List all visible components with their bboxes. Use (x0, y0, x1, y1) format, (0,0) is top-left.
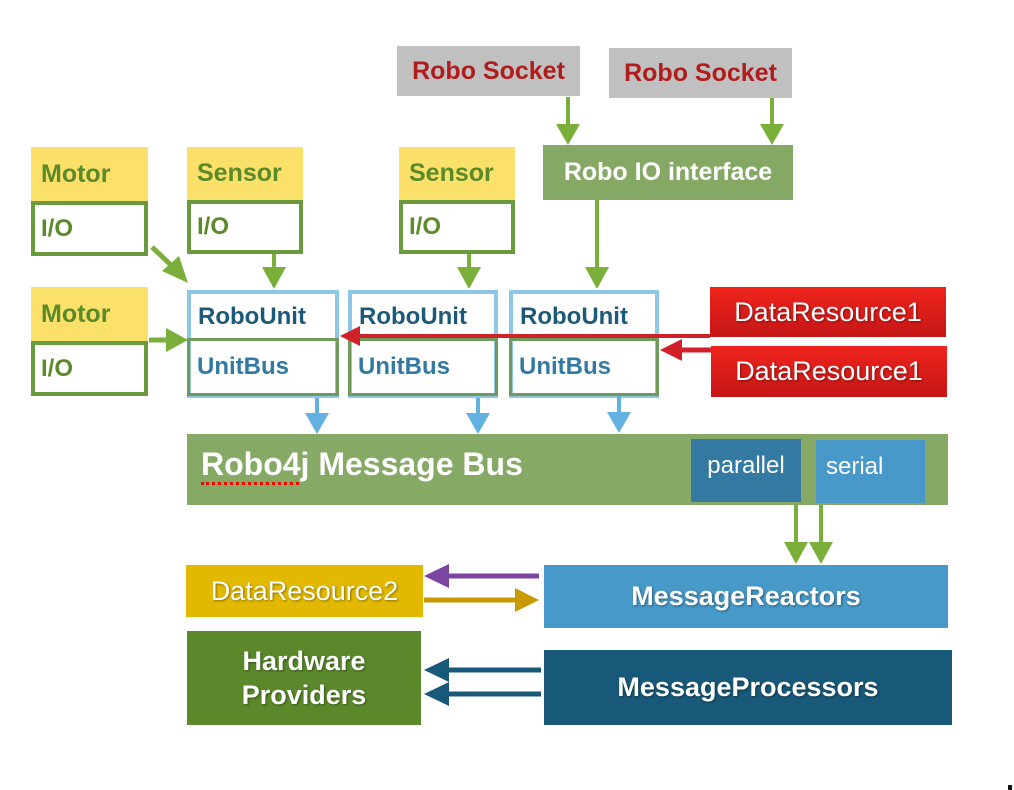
cursor-mark (1008, 785, 1012, 790)
robo-io-interface: Robo IO interface (543, 145, 793, 200)
device-sensor-2-type: Sensor (399, 147, 515, 200)
device-motor-1-label: Motor (41, 159, 111, 188)
device-motor-1-io: I/O (31, 201, 148, 256)
robo-unit-3-bus: UnitBus (509, 338, 659, 396)
device-sensor-2-io: I/O (399, 200, 515, 254)
data-resource-1a: DataResource1 (710, 287, 946, 337)
device-sensor-1-io: I/O (187, 200, 303, 254)
device-motor-2-label: Motor (41, 299, 111, 328)
device-motor-2-io: I/O (31, 341, 148, 396)
spellcheck-underline (201, 482, 299, 485)
device-sensor-2-io-label: I/O (409, 213, 442, 240)
arrow-sensor1-to-unit1 (262, 254, 286, 289)
device-motor-2-io-label: I/O (41, 354, 74, 382)
hardware-providers-line2: Providers (241, 680, 367, 710)
mode-serial: serial (816, 440, 925, 503)
data-resource-2: DataResource2 (186, 565, 423, 617)
device-motor-1-io-label: I/O (41, 214, 74, 242)
robo-unit-1: RoboUnit UnitBus (187, 290, 339, 398)
mode-serial-label: serial (826, 452, 884, 480)
robo-unit-2: RoboUnit UnitBus (348, 290, 498, 398)
arrow-serial-to-reactors (809, 505, 833, 564)
robo-unit-1-bus: UnitBus (187, 338, 339, 396)
device-sensor-1-label: Sensor (197, 159, 282, 187)
message-reactors-label: MessageReactors (631, 581, 861, 611)
arrow-reactors-to-dr2 (424, 564, 539, 588)
message-bus: Robo4j Message Bus parallel serial (187, 434, 948, 505)
arrow-socket2-to-iface (760, 98, 784, 145)
arrow-socket1-to-iface (556, 97, 580, 145)
message-bus-label: Robo4j Message Bus (201, 446, 523, 482)
mode-parallel-label: parallel (707, 451, 785, 479)
arrow-processors-to-hw-2 (424, 682, 541, 706)
data-resource-1b-label: DataResource1 (735, 356, 923, 386)
arrow-unit1-to-bus (305, 398, 329, 434)
arrow-sensor2-to-unit2 (457, 254, 481, 289)
hardware-providers-line1: Hardware (242, 646, 366, 676)
arrow-iface-to-unit3 (585, 200, 609, 289)
message-processors-label: MessageProcessors (617, 672, 879, 702)
robo-unit-3: RoboUnit UnitBus (509, 290, 659, 398)
device-sensor-1-type: Sensor (187, 147, 303, 200)
arrow-parallel-to-reactors (784, 505, 808, 564)
robo-socket-1: Robo Socket (397, 46, 580, 96)
arrow-processors-to-hw-1 (424, 658, 541, 682)
data-resource-2-label: DataResource2 (210, 575, 399, 606)
arrow-unit3-to-bus (607, 396, 631, 433)
device-sensor-2-label: Sensor (409, 159, 494, 187)
robo-socket-1-label: Robo Socket (412, 56, 565, 85)
robo-unit-3-name: RoboUnit (520, 303, 628, 330)
robo-socket-2: Robo Socket (609, 48, 792, 98)
arrow-motor2-to-unit1 (149, 328, 188, 352)
robo-socket-2-label: Robo Socket (624, 58, 777, 87)
message-processors: MessageProcessors (544, 650, 952, 725)
robo-unit-1-name: RoboUnit (198, 303, 306, 330)
arrow-motor1-to-unit1 (150, 245, 188, 283)
data-resource-1a-label: DataResource1 (734, 296, 922, 327)
robo-io-interface-label: Robo IO interface (563, 158, 773, 186)
robo-unit-2-name: RoboUnit (359, 303, 467, 330)
device-sensor-1-io-label: I/O (197, 213, 230, 240)
device-motor-2-type: Motor (31, 287, 148, 341)
arrow-unit2-to-bus (466, 398, 490, 434)
data-resource-1b: DataResource1 (711, 346, 947, 397)
device-motor-1-type: Motor (31, 147, 148, 201)
mode-parallel: parallel (691, 439, 801, 502)
message-reactors: MessageReactors (544, 565, 948, 628)
robo-unit-2-bus: UnitBus (348, 338, 498, 396)
arrow-dr1b-to-unit3 (660, 339, 711, 361)
arrow-dr2-to-reactors (424, 588, 539, 612)
